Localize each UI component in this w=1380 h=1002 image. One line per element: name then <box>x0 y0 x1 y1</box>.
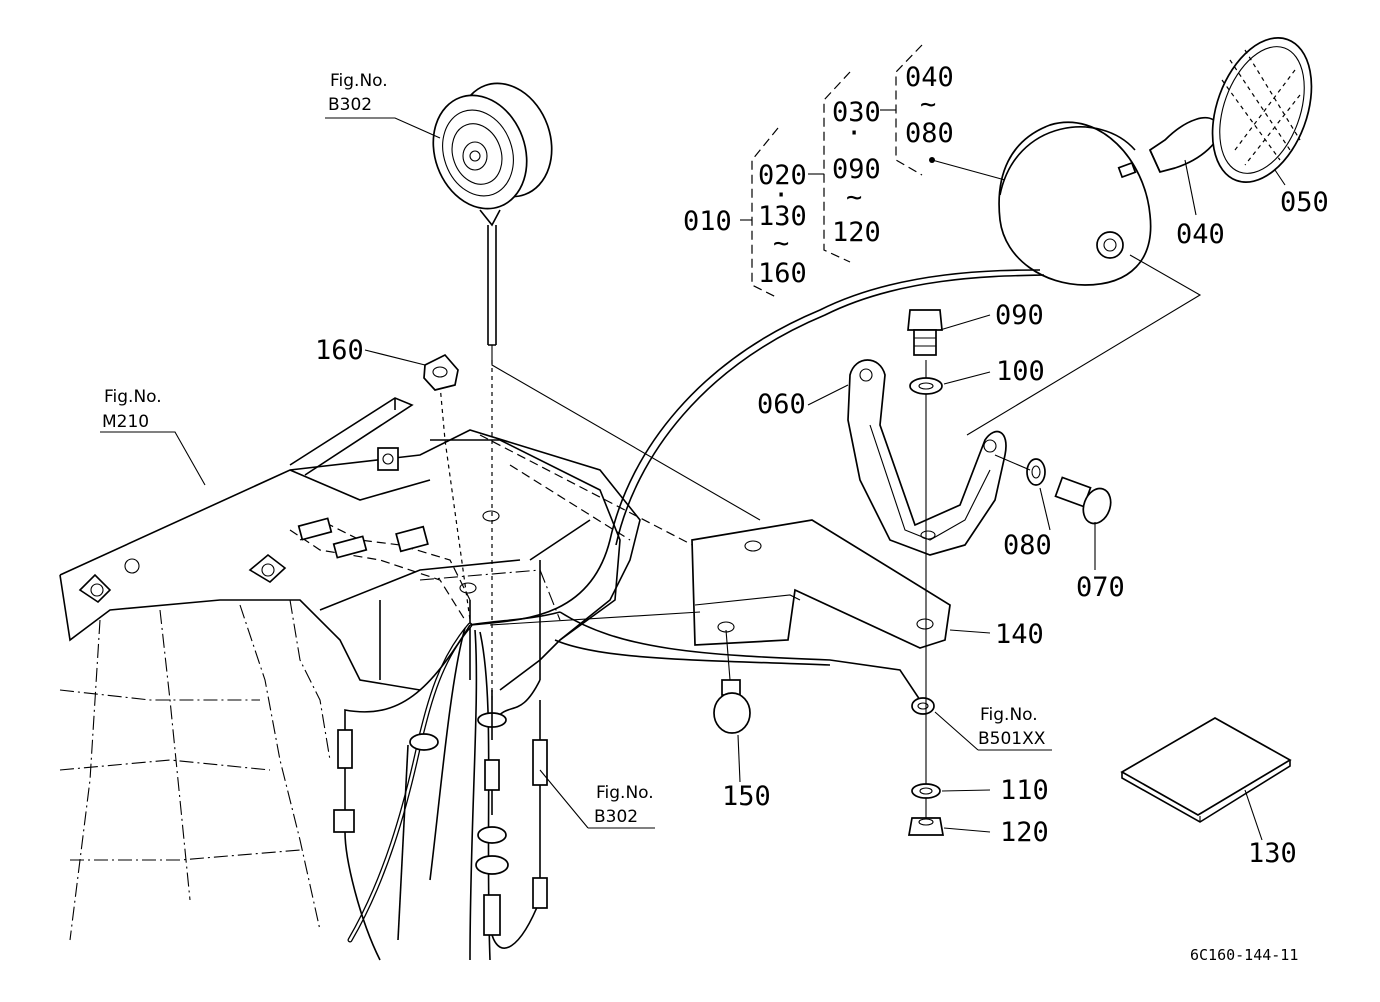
tree-g1-range: ~ <box>773 228 789 259</box>
callout-120: 120 <box>1000 817 1049 848</box>
fig-ref-bottom-code: B302 <box>594 807 638 827</box>
callout-050: 050 <box>1280 187 1329 218</box>
fig-ref-left-title: Fig.No. <box>104 387 162 407</box>
tree-g2-sep: · <box>846 118 862 149</box>
tree-g1-a: 020 <box>758 160 807 191</box>
callout-110: 110 <box>1000 775 1049 806</box>
operator-manual <box>1120 717 1292 823</box>
callout-160: 160 <box>315 335 364 366</box>
tree-g2-b: 090 <box>832 154 881 185</box>
callout-100: 100 <box>996 356 1045 387</box>
fig-ref-left-code: M210 <box>102 412 149 432</box>
diagram-code: 6C160-144-11 <box>1190 946 1298 964</box>
tree-g3-a: 040 <box>905 62 954 93</box>
tree-g1-b: 130 <box>758 201 807 232</box>
fig-ref-top-title: Fig.No. <box>330 71 388 91</box>
fig-ref-bottom-title: Fig.No. <box>596 783 654 803</box>
tree-g3-range: ~ <box>920 89 936 120</box>
hour-meter <box>432 82 761 521</box>
tree-g1-sep: · <box>773 180 789 211</box>
tree-g2-a: 030 <box>832 97 881 128</box>
tree-g3-b: 080 <box>905 118 954 149</box>
callout-070: 070 <box>1076 572 1125 603</box>
callout-150: 150 <box>722 781 771 812</box>
tree-g1-c: 160 <box>758 258 807 289</box>
lamp-bracket <box>847 254 1202 556</box>
switch-box <box>377 447 399 471</box>
tree-g2-range: ~ <box>846 182 862 213</box>
callout-040: 040 <box>1176 219 1225 250</box>
callout-130: 130 <box>1248 838 1297 869</box>
callout-060: 060 <box>757 389 806 420</box>
callout-140: 140 <box>995 619 1044 650</box>
callout-080: 080 <box>1003 530 1052 561</box>
fig-ref-right-code: B501XX <box>978 729 1046 749</box>
callout-090: 090 <box>995 300 1044 331</box>
hardware-stack <box>423 309 1112 836</box>
mounting-plate <box>489 519 951 649</box>
assembly-tree-brackets <box>740 44 923 299</box>
fig-ref-right-title: Fig.No. <box>980 705 1038 725</box>
tree-root-label: 010 <box>683 206 732 237</box>
leader-lines <box>100 117 1286 841</box>
work-lamp-assembly <box>469 37 1313 626</box>
tractor-body <box>59 397 761 941</box>
tree-g2-c: 120 <box>832 217 881 248</box>
fig-ref-top-code: B302 <box>328 95 372 115</box>
